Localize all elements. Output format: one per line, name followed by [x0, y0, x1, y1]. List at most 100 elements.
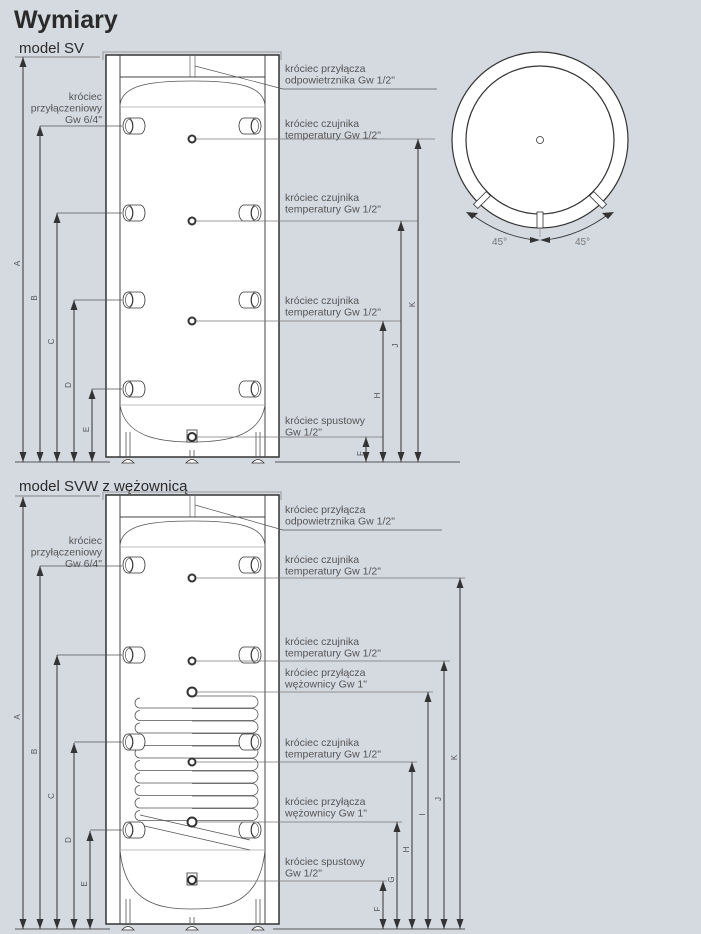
- nozzle-opening: [251, 735, 259, 749]
- arrow-head: [362, 437, 370, 447]
- arrow-head: [397, 221, 405, 231]
- nozzle-opening: [122, 556, 134, 574]
- dimension-letter: C: [47, 338, 56, 344]
- dimension-letter: J: [434, 797, 443, 801]
- arrow-head: [88, 452, 96, 462]
- coil-winding: [134, 783, 259, 796]
- nozzle-opening: [251, 382, 259, 396]
- dimension-letter: H: [373, 392, 382, 398]
- sensor-label: króciec czujnika: [285, 636, 359, 648]
- sensor-label: króciec czujnika: [285, 737, 359, 749]
- nozzle-opening: [125, 823, 133, 837]
- port-stub: [536, 211, 544, 229]
- coil-winding: [134, 770, 259, 784]
- dimension-letter: B: [30, 749, 39, 754]
- inlet-nozzle-right: [238, 204, 262, 222]
- sensor-port: [186, 816, 198, 828]
- top-cover: [102, 51, 282, 60]
- coil-winding: [134, 795, 259, 809]
- sensor-port: [187, 216, 197, 226]
- sensor-port: [186, 686, 198, 698]
- arrow-head: [530, 237, 550, 243]
- coil-winding: [139, 824, 251, 851]
- inlet-nozzle-right: [238, 291, 262, 309]
- inlet-label: przyłączeniowy: [31, 103, 103, 115]
- nozzle-opening: [122, 380, 134, 398]
- dimension-letter: I: [418, 813, 427, 815]
- coil-label: króciec przyłącza: [285, 796, 366, 808]
- coil-label: wężownicy Gw 1": [284, 679, 367, 691]
- top-view: 45° 45°: [451, 51, 629, 248]
- dimension-letter: A: [13, 714, 22, 720]
- inlet-nozzle-left: [122, 556, 146, 574]
- dimension-letter: C: [47, 793, 56, 799]
- angle-label: 45°: [492, 237, 507, 248]
- arrow-head: [379, 452, 387, 462]
- inlet-nozzle-right: [238, 380, 262, 398]
- inlet-label: króciec: [69, 91, 102, 103]
- nozzle-opening: [125, 119, 133, 133]
- arrow-head: [70, 743, 78, 753]
- angle-arc: [469, 212, 536, 241]
- arrow-head: [70, 452, 78, 462]
- nozzle-opening: [125, 293, 133, 307]
- inlet-nozzle-right: [238, 821, 262, 839]
- sensor-label: temperatury Gw 1/2": [285, 566, 381, 578]
- inlet-label: króciec: [69, 535, 102, 547]
- nozzle-opening: [251, 648, 259, 662]
- nozzle-opening: [122, 646, 134, 664]
- dimension-letter: G: [387, 876, 396, 882]
- arrow-head: [19, 497, 27, 507]
- drain-label: króciec spustowy: [285, 415, 366, 427]
- arrow-head: [456, 919, 464, 929]
- arrow-head: [602, 212, 614, 219]
- dimension-letter: A: [13, 260, 22, 266]
- arrow-head: [414, 452, 422, 462]
- arrow-head: [53, 213, 61, 223]
- nozzle-opening: [122, 117, 134, 135]
- nozzle-opening: [250, 204, 262, 222]
- center-port: [536, 136, 544, 144]
- dimension-letter: K: [450, 754, 459, 760]
- inlet-nozzle-left: [122, 380, 146, 398]
- nozzle-opening: [251, 293, 259, 307]
- arrow-head: [53, 452, 61, 462]
- arrow-head: [456, 578, 464, 588]
- arrow-head: [440, 919, 448, 929]
- nozzle-opening: [250, 821, 262, 839]
- model-sv-heading: model SV: [19, 40, 84, 57]
- nozzle-opening: [125, 735, 133, 749]
- arrow-head: [408, 762, 416, 772]
- arrow-head: [414, 139, 422, 149]
- sensor-port: [187, 573, 197, 583]
- inlet-nozzle-left: [122, 117, 146, 135]
- inlet-nozzle-left: [122, 204, 146, 222]
- tank-dome: [119, 520, 266, 548]
- nozzle-opening: [250, 291, 262, 309]
- nozzle-opening: [125, 558, 133, 572]
- inlet-nozzle-left: [122, 646, 146, 664]
- dimension-letter: K: [408, 301, 417, 307]
- coil-winding: [134, 720, 259, 734]
- arrow-head: [53, 919, 61, 929]
- page-title: Wymiary: [14, 6, 118, 34]
- dimension-letter: F: [356, 451, 365, 456]
- arrow-head: [36, 452, 44, 462]
- angle-label: 45°: [575, 237, 590, 248]
- top-cover: [102, 491, 282, 500]
- tank-bottom-dome: [119, 849, 266, 910]
- nozzle-opening: [125, 648, 133, 662]
- sensor-port: [187, 875, 197, 885]
- sensor-label: temperatury Gw 1/2": [285, 307, 381, 319]
- inlet-label: przyłączeniowy: [31, 547, 103, 559]
- inlet-nozzle-right: [238, 117, 262, 135]
- arrow-head: [70, 300, 78, 310]
- sensor-port: [187, 757, 197, 767]
- arrow-head: [379, 321, 387, 331]
- inlet-nozzle-left: [122, 733, 146, 751]
- line: [194, 504, 284, 531]
- nozzle-opening: [122, 204, 134, 222]
